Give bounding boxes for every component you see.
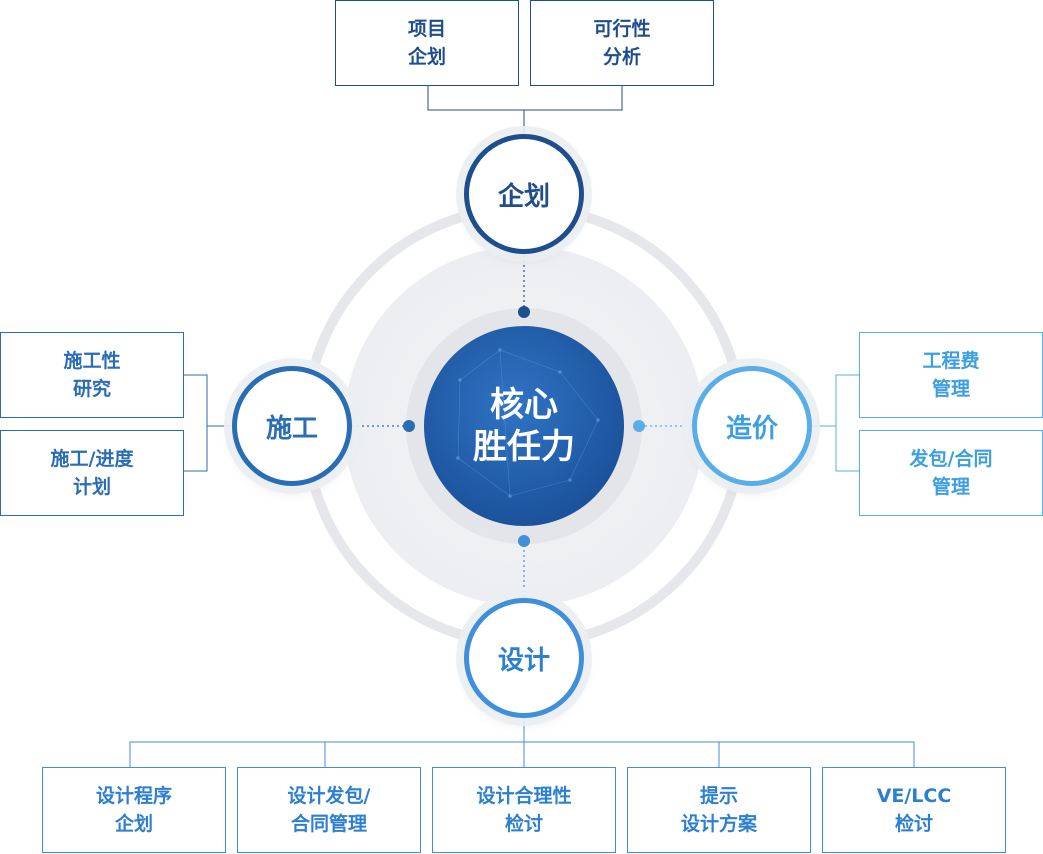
box-text: 提示 xyxy=(699,785,738,807)
node-cost-label: 造价 xyxy=(725,413,778,444)
node-design: 设计 xyxy=(464,598,584,718)
box-contract-management: 发包/合同 管理 xyxy=(859,430,1043,516)
box-design-contract: 设计发包/ 合同管理 xyxy=(237,767,421,853)
box-text: 设计方案 xyxy=(680,813,757,835)
node-construction: 施工 xyxy=(232,366,352,486)
core-competency-label: 核心 胜任力 xyxy=(424,326,624,526)
box-text: 发包/合同 xyxy=(909,448,993,470)
box-text: 设计合理性 xyxy=(476,785,572,807)
box-text: 研究 xyxy=(72,378,111,400)
box-text: 管理 xyxy=(931,476,970,498)
box-text: 工程费 xyxy=(922,350,980,372)
box-text: 项目 xyxy=(407,18,446,40)
core-line-1: 核心 xyxy=(490,385,558,425)
connector-bottom xyxy=(129,718,915,767)
box-text: 检讨 xyxy=(894,813,933,835)
box-construction-schedule: 施工/进度 计划 xyxy=(0,430,184,516)
box-text: 设计发包/ xyxy=(287,785,371,807)
box-text: 施工性 xyxy=(63,350,121,372)
dot-top xyxy=(518,306,530,318)
box-design-program-planning: 设计程序 企划 xyxy=(42,767,226,853)
box-text: 检讨 xyxy=(504,813,543,835)
dot-left xyxy=(403,420,415,432)
box-text: 企划 xyxy=(407,46,446,68)
core-texture xyxy=(456,348,600,498)
box-text: 可行性 xyxy=(593,18,651,40)
box-text: 施工/进度 xyxy=(50,448,134,470)
box-ve-lcc-review: VE/LCC 检讨 xyxy=(822,767,1006,853)
node-construction-label: 施工 xyxy=(265,413,318,444)
box-design-proposal: 提示 设计方案 xyxy=(627,767,811,853)
box-text: 管理 xyxy=(931,378,970,400)
box-feasibility-analysis: 可行性 分析 xyxy=(530,0,714,86)
box-text: 合同管理 xyxy=(290,813,367,835)
box-constructability-study: 施工性 研究 xyxy=(0,332,184,418)
core-line-2: 胜任力 xyxy=(473,427,575,467)
box-design-review: 设计合理性 检讨 xyxy=(432,767,616,853)
node-planning-label: 企划 xyxy=(497,181,550,212)
dot-bottom xyxy=(518,535,530,547)
box-text: VE/LCC xyxy=(876,785,952,807)
connector-top xyxy=(427,86,623,134)
dot-right xyxy=(633,420,645,432)
connector-right xyxy=(812,374,859,472)
box-text: 计划 xyxy=(72,476,111,498)
connector-left xyxy=(184,374,232,472)
node-planning: 企划 xyxy=(464,134,584,254)
core-circle xyxy=(424,326,624,526)
box-text: 企划 xyxy=(114,813,153,835)
box-text: 分析 xyxy=(602,46,641,68)
node-cost: 造价 xyxy=(692,366,812,486)
box-text: 设计程序 xyxy=(95,785,172,807)
node-design-label: 设计 xyxy=(497,645,550,676)
box-project-planning: 项目 企划 xyxy=(335,0,519,86)
box-construction-cost: 工程费 管理 xyxy=(859,332,1043,418)
